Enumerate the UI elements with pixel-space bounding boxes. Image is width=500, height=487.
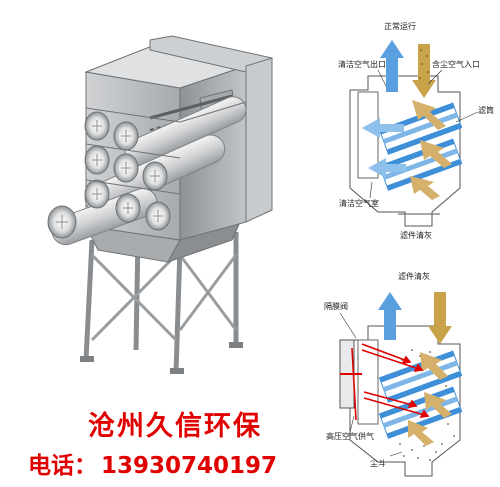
leg-braces: [90, 253, 238, 342]
phone-number: 13930740197: [101, 453, 278, 479]
housing-outline-bottom: [349, 325, 461, 477]
label-diaphragm-valve: 隔膜阀: [324, 302, 348, 311]
label-normal-operation: 正常运行: [384, 22, 416, 31]
dirty-air-arrow-down-2: [428, 292, 452, 344]
company-name: 沧州久信环保: [88, 411, 262, 442]
right-panel: [245, 57, 273, 223]
label-clean-air-chamber: 清洁空气室: [339, 199, 379, 208]
label-filter-cleaning-top: 滤件清灰: [400, 231, 432, 240]
diagram-pulse-cleaning: [339, 292, 463, 477]
phone-label: 电话：: [28, 453, 97, 479]
label-clean-air-outlet: 清洁空气出口: [338, 60, 386, 69]
clean-air-arrow-up-2: [378, 292, 402, 340]
housing-outline-top: [349, 75, 461, 227]
label-dust-hopper: 尘斗: [370, 459, 386, 468]
label-dusty-air-inlet: 含尘空气入口: [432, 60, 480, 69]
label-filter-cartridge: 滤筒: [478, 106, 494, 115]
leg-feet: [80, 342, 243, 374]
clean-air-arrow-up: [380, 40, 404, 92]
body-seams: [85, 101, 247, 195]
diagram-normal-operation: [349, 40, 479, 227]
pulse-jet-arrows: [351, 343, 430, 421]
cap-cross-marks: [56, 120, 163, 229]
clean-air-arrow-left: [362, 118, 404, 138]
label-filter-cleaning-bottom: 滤件清灰: [398, 272, 430, 281]
dirty-air-arrow-down: [412, 44, 436, 98]
phone-line: 电话：13930740197: [28, 446, 277, 480]
label-high-pressure-air: 高压空气供气: [326, 432, 374, 441]
